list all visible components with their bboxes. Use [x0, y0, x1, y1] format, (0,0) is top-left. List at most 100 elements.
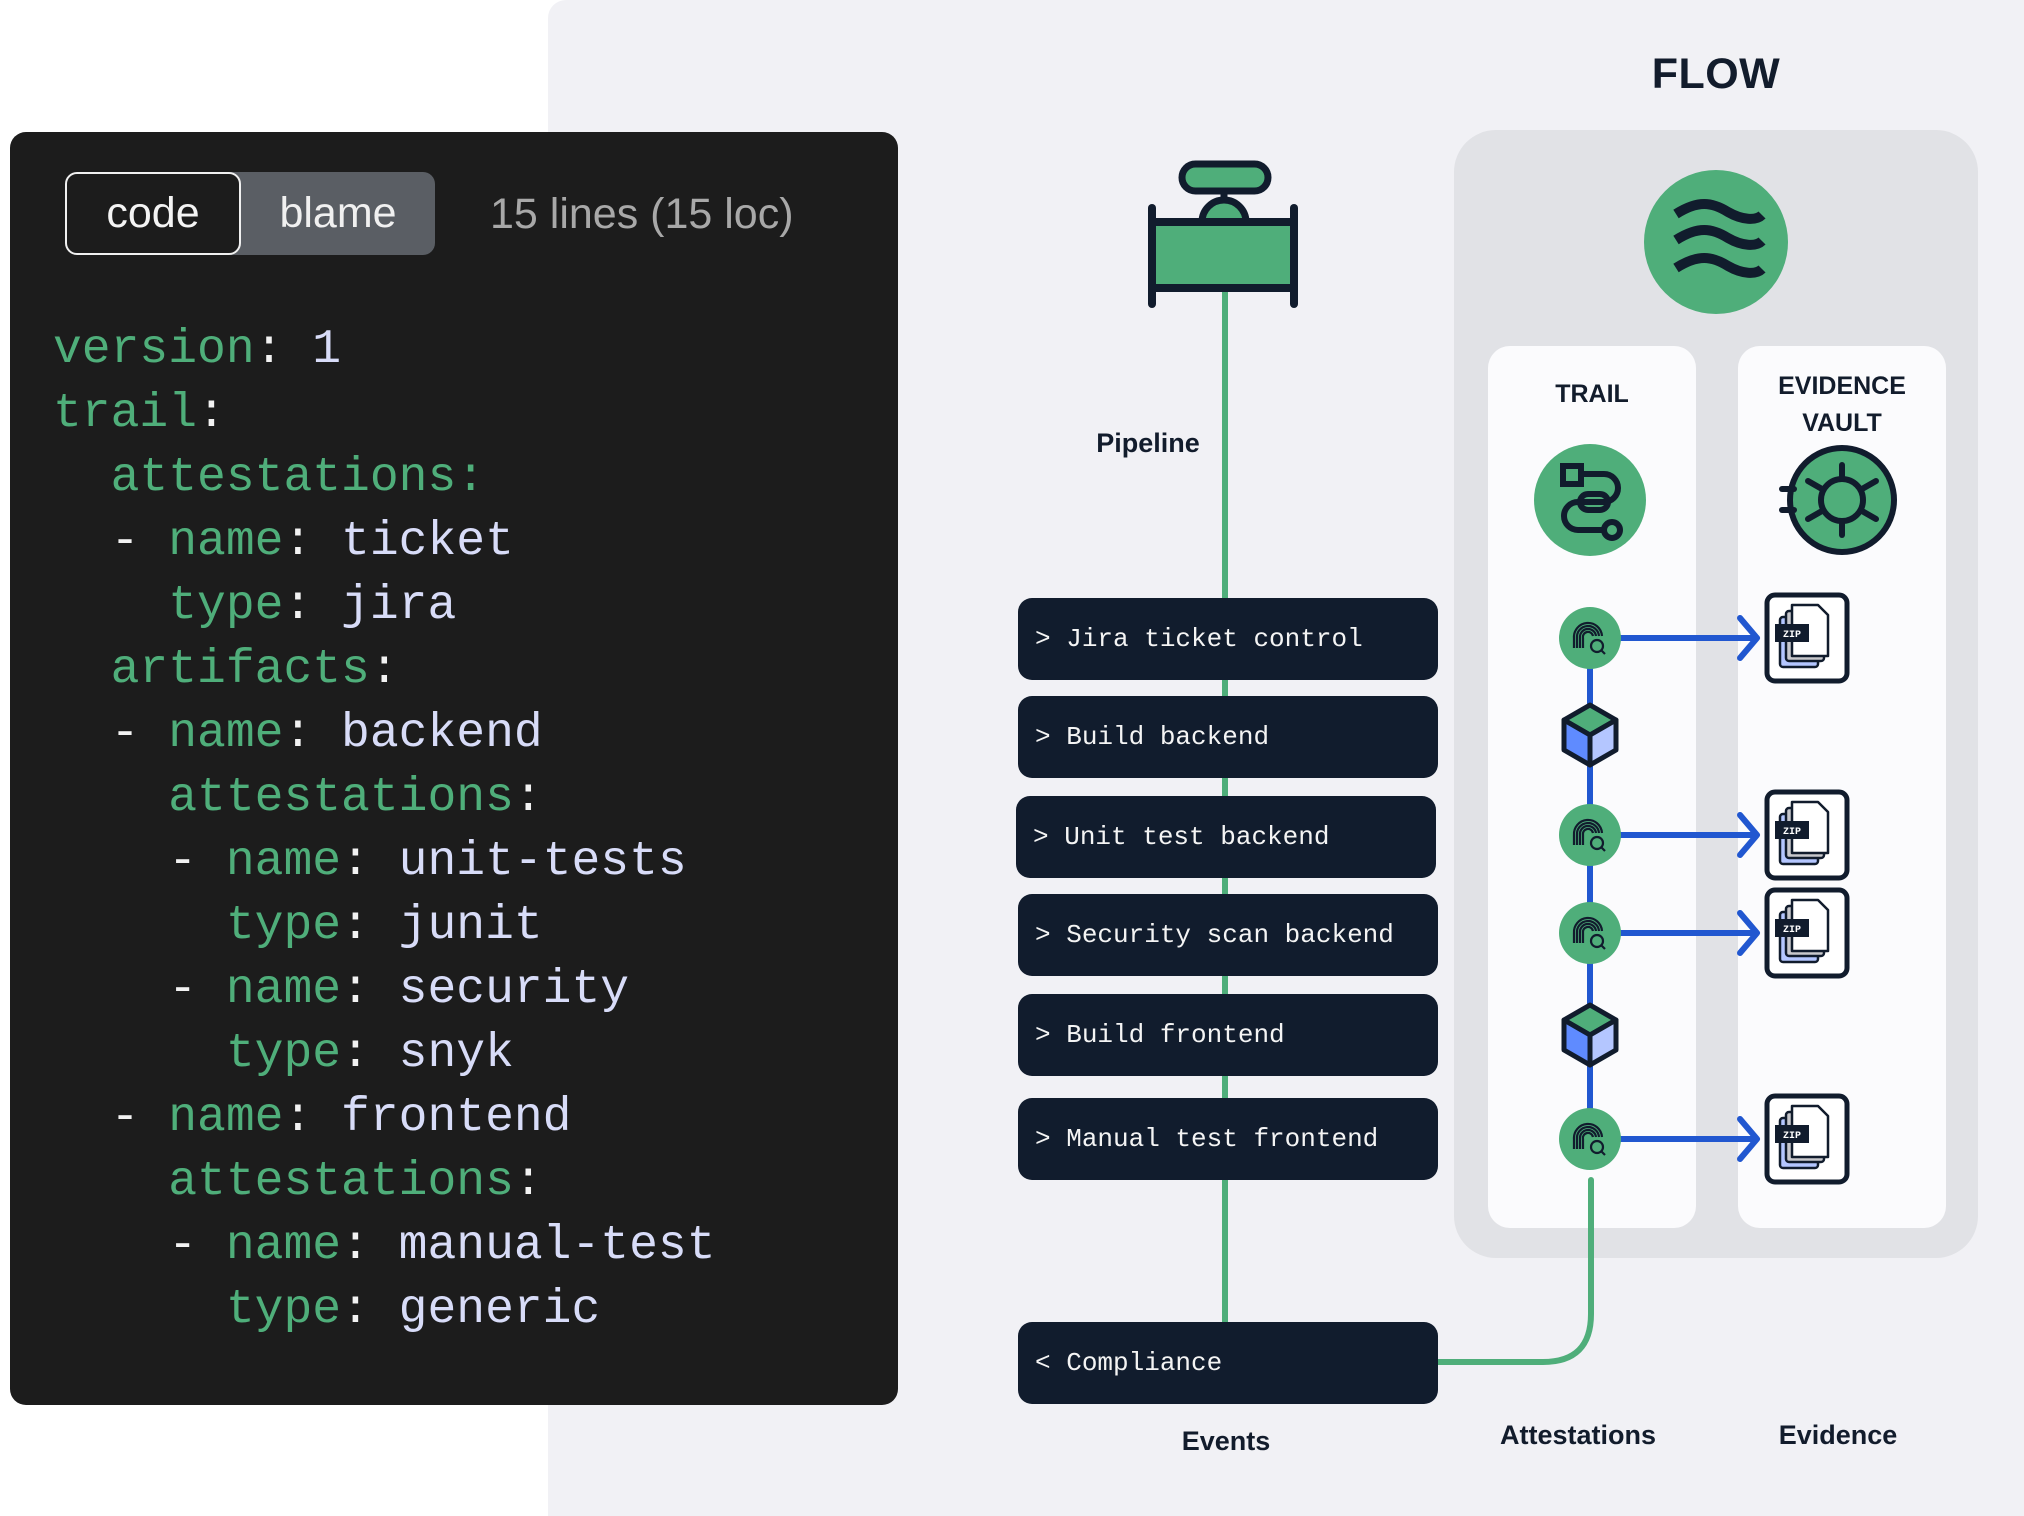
event-unit-test-backend[interactable]: > Unit test backend [1016, 796, 1436, 878]
code-line: - name: frontend [53, 1086, 716, 1150]
event-label: Compliance [1066, 1348, 1223, 1378]
code-indent [53, 835, 168, 889]
code-list-dash: - [110, 707, 169, 761]
code-line: attestations: [53, 766, 716, 830]
code-list-dash: - [168, 963, 226, 1017]
code-key: name [168, 1091, 284, 1145]
code-value: 1 [312, 323, 342, 377]
code-key: name [225, 1219, 342, 1273]
code-line: type: snyk [53, 1022, 716, 1086]
flow-title: FLOW [1651, 50, 1781, 98]
vault-title-line2: VAULT [1802, 409, 1882, 437]
event-security-scan-backend[interactable]: > Security scan backend [1018, 894, 1438, 976]
code-key: trail [53, 387, 198, 441]
code-key: type [225, 899, 342, 953]
code-separator: : [341, 1027, 399, 1081]
event-manual-test-frontend[interactable]: > Manual test frontend [1018, 1098, 1438, 1180]
code-indent [53, 1027, 226, 1081]
chevron-right-icon: > [1035, 1020, 1051, 1050]
code-value: backend [341, 707, 543, 761]
event-build-frontend[interactable]: > Build frontend [1018, 994, 1438, 1076]
pipeline-label: Pipeline [1096, 428, 1200, 458]
code-value: ticket [341, 515, 514, 569]
event-label: Build frontend [1066, 1020, 1285, 1050]
code-line: type: junit [53, 894, 716, 958]
code-indent [53, 707, 111, 761]
code-line: - name: backend [53, 702, 716, 766]
code-separator: : [283, 515, 342, 569]
code-key: name [168, 707, 284, 761]
chevron-right-icon: > [1035, 624, 1051, 654]
code-indent [53, 579, 168, 633]
code-line: - name: unit-tests [53, 830, 716, 894]
code-indent [53, 1091, 111, 1145]
code-line: - name: security [53, 958, 716, 1022]
code-value: jira [341, 579, 457, 633]
vault-title-line1: EVIDENCE [1778, 372, 1906, 400]
evidence-label: Evidence [1778, 1420, 1898, 1450]
code-indent [53, 771, 168, 825]
tab-blame[interactable]: blame [217, 172, 435, 255]
code-separator: : [341, 1283, 399, 1337]
code-indent [53, 1219, 168, 1273]
code-line: - name: ticket [53, 510, 716, 574]
event-compliance[interactable]: < Compliance [1018, 1322, 1438, 1404]
code-indent [53, 963, 168, 1017]
view-toggle: code blame [65, 172, 435, 255]
code-separator: : [341, 899, 399, 953]
event-jira-ticket-control[interactable]: > Jira ticket control [1018, 598, 1438, 680]
code-line: type: generic [53, 1278, 716, 1342]
code-indent [53, 643, 111, 697]
event-label: Security scan backend [1066, 920, 1394, 950]
code-key: attestations [168, 771, 514, 825]
code-line: artifacts: [53, 638, 716, 702]
code-value: security [398, 963, 630, 1017]
event-label: Unit test backend [1064, 822, 1330, 852]
code-value: snyk [398, 1027, 514, 1081]
code-key: version [53, 323, 255, 377]
chevron-right-icon: > [1035, 920, 1051, 950]
chevron-left-icon: < [1035, 1348, 1051, 1378]
code-separator: : [369, 643, 399, 697]
event-label: Build backend [1066, 722, 1270, 752]
event-build-backend[interactable]: > Build backend [1018, 696, 1438, 778]
code-separator: : [254, 323, 313, 377]
code-line: - name: manual-test [53, 1214, 715, 1278]
code-list-dash: - [168, 835, 226, 889]
code-key: type [168, 579, 284, 633]
code-key: name [225, 835, 342, 889]
code-list-dash: - [168, 1219, 226, 1273]
code-separator: : [283, 707, 342, 761]
event-label: Manual test frontend [1066, 1124, 1379, 1154]
chevron-right-icon: > [1035, 1124, 1051, 1154]
tab-code[interactable]: code [65, 172, 241, 255]
code-separator: : [513, 1155, 543, 1209]
code-indent [53, 1155, 168, 1209]
code-separator: : [341, 963, 399, 1017]
code-separator: : [197, 387, 226, 441]
code-value: unit-tests [398, 835, 687, 889]
code-value: generic [398, 1283, 601, 1337]
code-key: attestations [168, 1155, 514, 1209]
code-line: version: 1 [53, 318, 716, 382]
code-key: attestations: [110, 451, 486, 505]
code-line: attestations: [53, 1150, 716, 1214]
code-key: name [225, 963, 342, 1017]
code-separator: : [341, 1219, 399, 1273]
trail-card: TRAIL [1488, 346, 1696, 1228]
code-value: frontend [341, 1091, 572, 1145]
code-key: artifacts [110, 643, 370, 697]
trail-title: TRAIL [1555, 380, 1629, 408]
code-key: type [225, 1283, 342, 1337]
code-separator: : [513, 771, 543, 825]
code-line: attestations: [53, 446, 716, 510]
code-list-dash: - [110, 515, 169, 569]
event-label: Jira ticket control [1066, 624, 1363, 654]
chevron-right-icon: > [1033, 822, 1049, 852]
code-value: junit [398, 899, 543, 953]
code-indent [53, 515, 111, 569]
code-key: name [168, 515, 284, 569]
chevron-right-icon: > [1035, 722, 1051, 752]
